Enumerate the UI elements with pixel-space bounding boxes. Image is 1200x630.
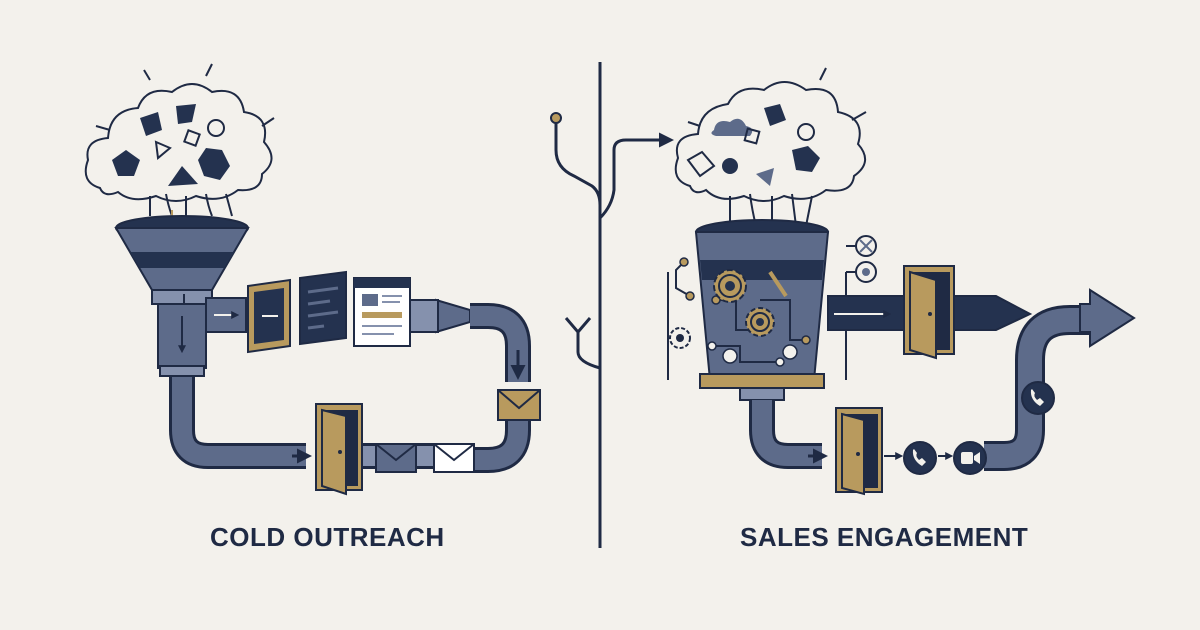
- node-icon-c: [722, 344, 798, 364]
- center-divider: [550, 62, 674, 548]
- door-right-top-icon: [903, 265, 955, 360]
- sales-engagement-label: SALES ENGAGEMENT: [740, 522, 1029, 552]
- funnel: [114, 215, 250, 369]
- envelope-slate-icon: [375, 443, 417, 473]
- sales-engagement-illustration: [667, 67, 1136, 496]
- phone-call-icon: [903, 441, 937, 475]
- node-icon-a: [846, 235, 877, 257]
- envelope-gold-icon: [497, 389, 541, 421]
- gear-icon-small: [669, 327, 691, 349]
- automation-machine: [667, 219, 847, 401]
- growth-arrow-head: [1079, 288, 1136, 348]
- browser-window-document: [353, 277, 411, 347]
- node-icon-b: [846, 261, 877, 283]
- phone-call-icon-2: [1021, 381, 1055, 415]
- document-dark: [299, 270, 347, 346]
- engagement-pipe: [749, 305, 1096, 471]
- video-call-icon: [953, 441, 987, 475]
- idea-cloud-right: [674, 67, 867, 202]
- document-gold: [247, 278, 291, 354]
- cold-outreach-label: COLD OUTREACH: [210, 522, 445, 552]
- gear-icon-medium: [745, 307, 775, 337]
- idea-cloud-left: [84, 63, 275, 202]
- envelope-white-icon: [433, 443, 475, 473]
- door-left-icon: [315, 403, 363, 496]
- door-right-bottom-icon: [835, 407, 883, 496]
- gear-icon-large: [713, 269, 747, 303]
- input-streams-left: [149, 193, 233, 230]
- cold-outreach-illustration: [84, 63, 541, 496]
